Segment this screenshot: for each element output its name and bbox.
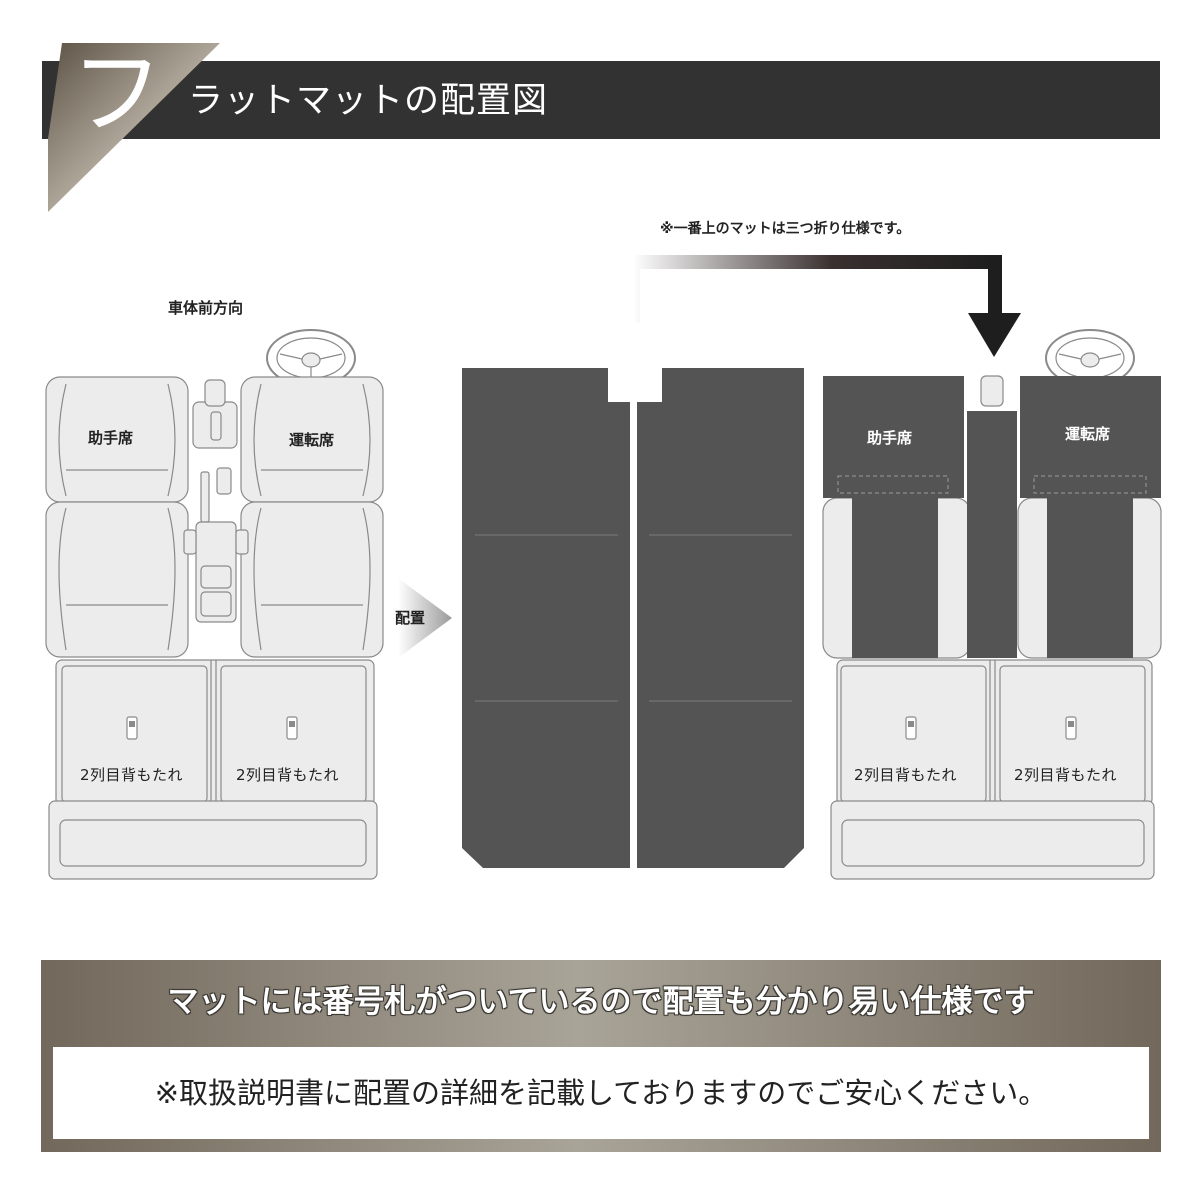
mat-driver-seat: [1020, 376, 1161, 498]
arrow-label: 配置: [395, 609, 426, 627]
driver-seat-label: 運転席: [289, 431, 335, 449]
mat-right: [637, 368, 804, 868]
rear-backrest-right-label: 2列目背もたれ: [1014, 766, 1118, 784]
rear-backrest-right-label: 2列目背もたれ: [236, 766, 340, 784]
header-big-letter: フ: [70, 40, 163, 147]
rear-backrest-left-label: 2列目背もたれ: [80, 766, 184, 784]
front-direction-label: 車体前方向: [168, 299, 244, 317]
footer-heading: マットには番号札がついているので配置も分かり易い仕様です: [167, 984, 1035, 1020]
mat-passenger-cushion: [852, 498, 938, 658]
driver-seat-label: 運転席: [1065, 425, 1111, 443]
header-corner-wedge: [48, 43, 220, 212]
header-bar: [42, 61, 1160, 139]
passenger-seat-cushion: [45, 501, 189, 658]
mat-passenger-seat: [823, 376, 964, 498]
passenger-seat-label: 助手席: [88, 429, 134, 447]
layout-diagram: [45, 255, 1162, 880]
footer-note: ※取扱説明書に配置の詳細を記載しておりますのでご安心ください。: [154, 1076, 1048, 1110]
flat-mats: [462, 368, 804, 868]
rear-backrest-left-label: 2列目背もたれ: [854, 766, 958, 784]
mat-left: [462, 368, 630, 868]
trifold-connector-arrow: [626, 255, 1002, 323]
car-interior-before: [45, 329, 384, 880]
trifold-note: ※一番上のマットは三つ折り仕様です。: [660, 221, 911, 237]
driver-seat-cushion: [240, 501, 384, 658]
rear-bench: [830, 800, 1155, 880]
placed-mats: [823, 376, 1161, 658]
mat-center: [967, 411, 1017, 658]
passenger-seat-label: 助手席: [867, 429, 913, 447]
footer-note-box: [53, 1047, 1149, 1139]
rear-bench: [48, 800, 378, 880]
arrow-right-icon: [398, 578, 452, 658]
page-title: ラットマットの配置図: [188, 81, 549, 121]
mat-driver-cushion: [1047, 498, 1133, 658]
center-console: [183, 379, 249, 623]
